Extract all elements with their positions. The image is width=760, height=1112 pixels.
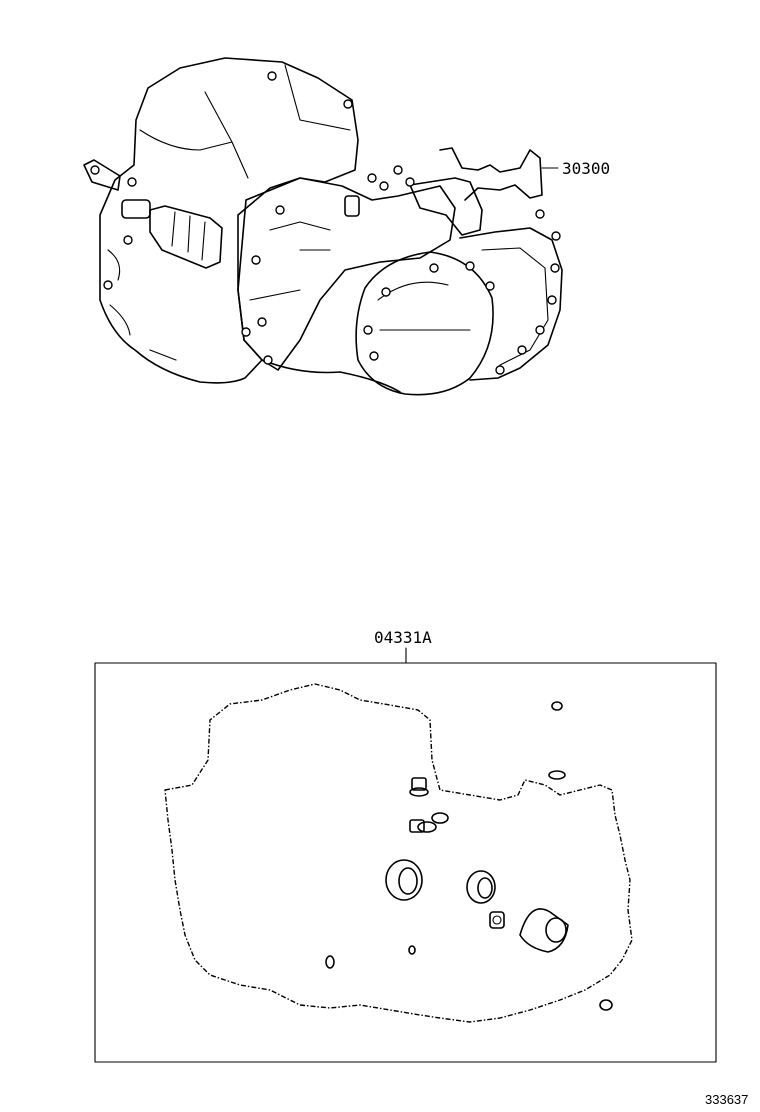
gasket-kit-part-number[interactable]: 04331A bbox=[374, 628, 432, 647]
gasket-kit-frame bbox=[94, 662, 717, 1063]
case-gasket bbox=[164, 683, 633, 1023]
gasket-kit-contents[interactable] bbox=[164, 683, 633, 1023]
diagram-reference-number: 333637 bbox=[705, 1092, 748, 1107]
transaxle-assembly-illustration[interactable] bbox=[83, 57, 563, 396]
transaxle-part-number[interactable]: 30300 bbox=[562, 159, 610, 178]
